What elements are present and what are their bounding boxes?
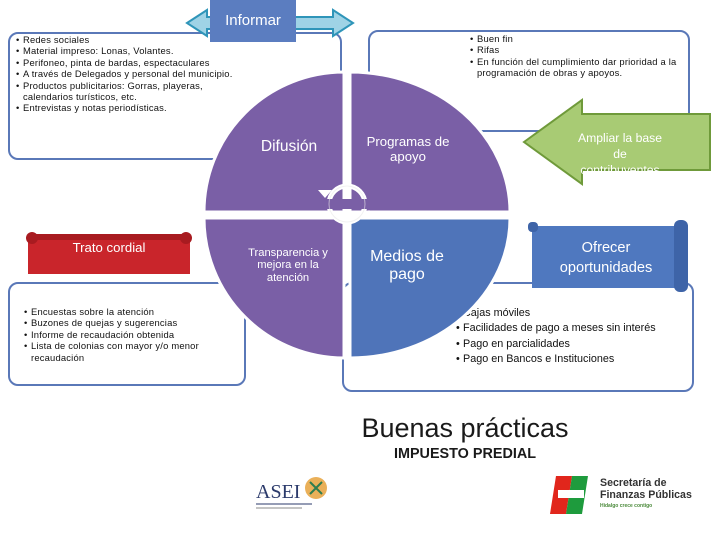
svg-text:ASEI: ASEI xyxy=(256,481,300,503)
list-item: Buen fin xyxy=(470,33,682,45)
top-left-list: Redes sociales Material impreso: Lonas, … xyxy=(16,34,238,114)
top-right-list: Buen fin Rifas En función del cumplimien… xyxy=(470,33,682,79)
secretaria-line3: Hidalgo crece contigo xyxy=(600,503,653,509)
list-item: Pago en parcialidades xyxy=(456,337,690,353)
bottom-right-list: Cajas móviles Facilidades de pago a mese… xyxy=(456,306,690,368)
quadrant-programas xyxy=(348,70,512,214)
label-medios: Medios de pago xyxy=(370,248,444,283)
list-item: Pago en Bancos e Instituciones xyxy=(456,352,690,368)
quadrant-medios xyxy=(348,216,512,360)
list-item: Productos publicitarios: Gorras, playera… xyxy=(16,80,238,103)
list-item: Redes sociales xyxy=(16,34,238,46)
bottom-left-list: Encuestas sobre la atención Buzones de q… xyxy=(24,306,224,363)
label-difusion: Difusión xyxy=(260,138,318,155)
label-transparencia: Transparencia y mejora en la atención xyxy=(248,247,328,284)
secretaria-text: Secretaría de Finanzas Públicas Hidalgo … xyxy=(600,477,710,509)
list-item: Material impreso: Lonas, Volantes. xyxy=(16,45,238,57)
list-item: Perifoneo, pinta de bardas, espectacular… xyxy=(16,57,238,69)
ampliar-arrow xyxy=(522,98,711,186)
quadrant-difusion xyxy=(202,70,346,214)
hidalgo-h-logo xyxy=(550,476,588,514)
informar-label: Informar xyxy=(225,12,281,29)
trato-label: Trato cordial xyxy=(72,240,146,255)
list-item: Lista de colonias con mayor y/o menor re… xyxy=(24,340,224,363)
list-item: Informe de recaudación obtenida xyxy=(24,329,224,341)
secretaria-line2: Finanzas Públicas xyxy=(600,489,692,501)
ampliar-label: Ampliar la base de contribuyentes xyxy=(578,131,662,177)
ofrecer-banner xyxy=(528,220,688,292)
cycle-icon xyxy=(318,183,376,225)
list-item: Facilidades de pago a meses sin interés xyxy=(456,321,690,337)
list-item: Buzones de quejas y sugerencias xyxy=(24,317,224,329)
asei-icon: ASEI xyxy=(256,477,327,509)
secretaria-line1: Secretaría de xyxy=(600,477,667,489)
list-item: En función del cumplimiento dar priorida… xyxy=(470,56,682,79)
subtitle: IMPUESTO PREDIAL xyxy=(393,446,537,462)
trato-banner xyxy=(26,232,192,274)
main-title: Buenas prácticas xyxy=(361,413,569,443)
ofrecer-label: Ofrecer oportunidades xyxy=(559,240,653,276)
list-item: Rifas xyxy=(470,44,682,56)
list-item: A través de Delegados y personal del mun… xyxy=(16,68,238,80)
list-item: Encuestas sobre la atención xyxy=(24,306,224,318)
label-programas: Programas de apoyo xyxy=(366,134,450,164)
quadrant-transparencia xyxy=(202,216,346,360)
list-item: Entrevistas y notas periodísticas. xyxy=(16,102,238,114)
informar-badge: Informar xyxy=(210,0,296,42)
asei-logo: ASEI xyxy=(252,470,330,518)
